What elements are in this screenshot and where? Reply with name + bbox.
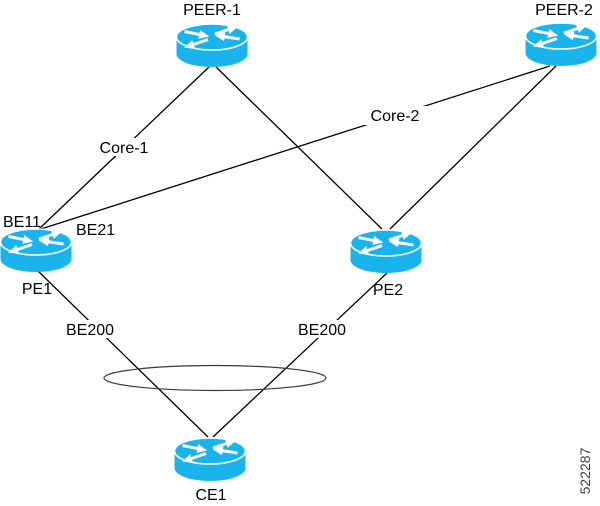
link-peer2-pe1 [40,65,551,230]
router-icon-ce1 [175,438,246,481]
node-label-peer2: PEER-2 [535,2,593,19]
interface-label-be11: BE11 [3,214,41,231]
link-label-be200-left: BE200 [66,322,114,339]
link-label-core1: Core-1 [100,140,149,157]
label-background-core2 [360,106,430,125]
link-pe1-ce1 [37,270,209,438]
node-label-peer1: PEER-1 [183,2,241,19]
label-background-core1 [92,138,156,156]
node-label-ce1: CE1 [195,487,226,504]
link-peer1-pe2 [215,66,383,230]
link-peer2-pe2 [389,65,557,230]
node-label-pe2: PE2 [373,282,403,299]
node-label-pe1: PE1 [22,281,52,298]
router-icon-peer2 [526,23,597,66]
label-background-be200-right [295,320,349,338]
link-pe2-ce1 [212,272,388,438]
router-icon-pe2 [351,230,422,273]
link-label-core2: Core-2 [371,108,420,125]
interface-label-be21: BE21 [76,222,115,239]
router-icon-pe1 [1,229,72,272]
label-background-be200-left [63,320,117,338]
figure-number: 522287 [577,447,593,494]
router-icon-peer1 [177,24,248,67]
link-label-be200-right: BE200 [298,322,346,339]
lan-segment-ellipse [103,364,327,392]
